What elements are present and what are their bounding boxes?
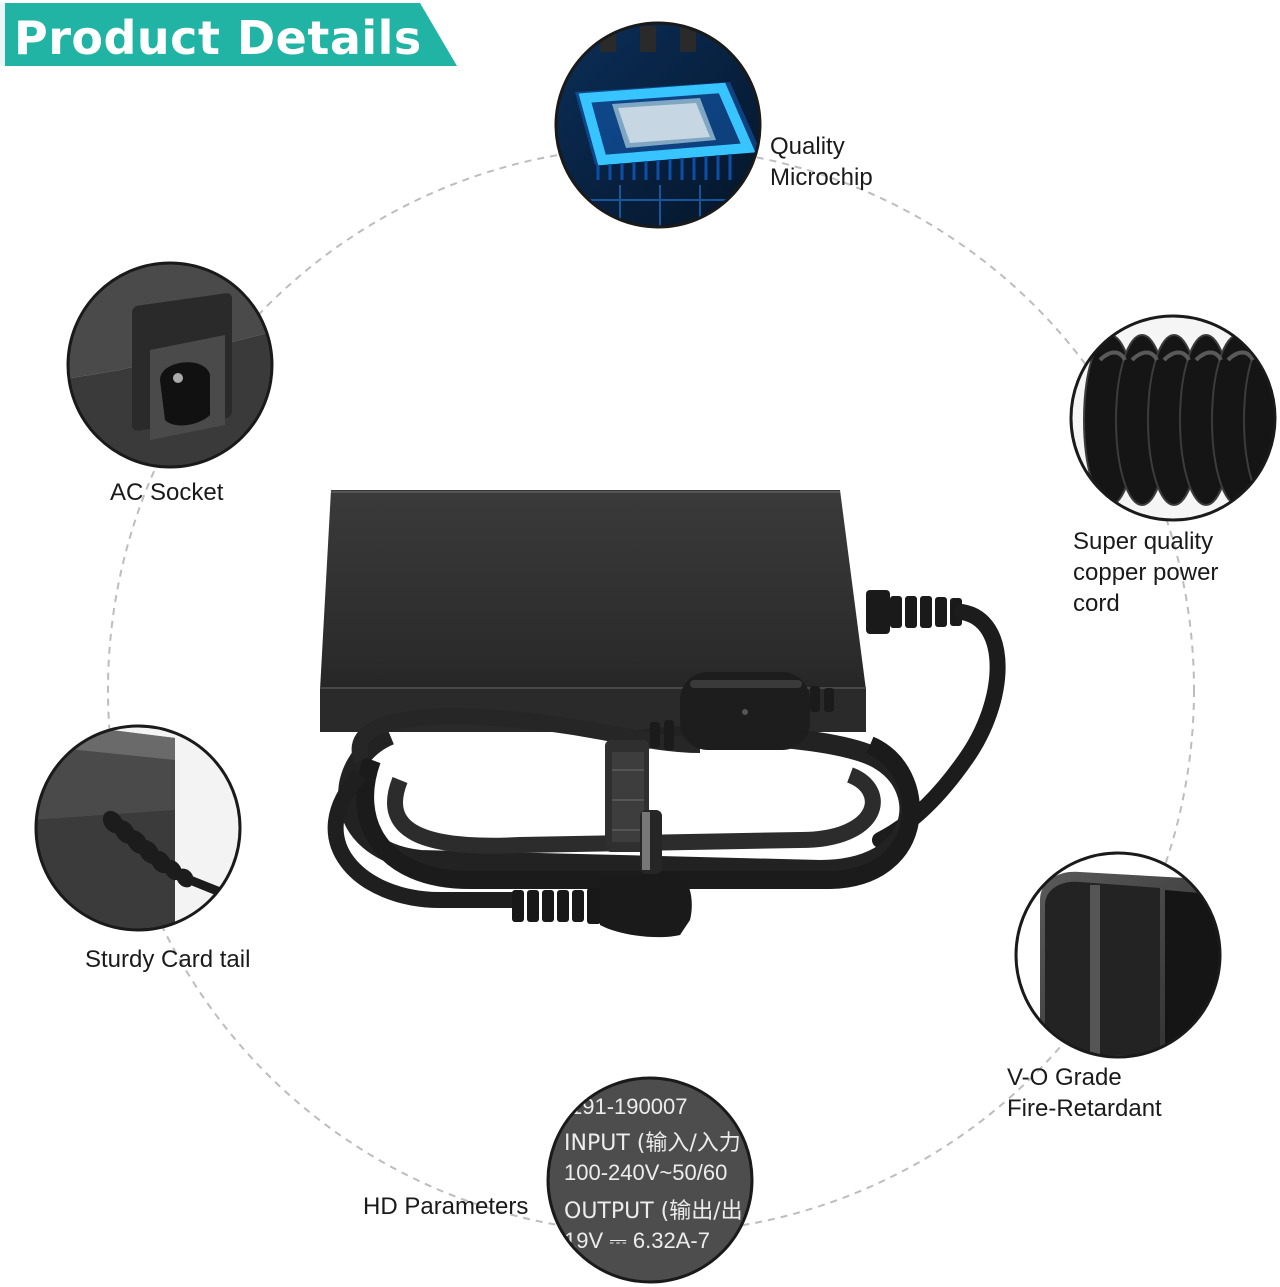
label-line: Microchip [770,164,873,191]
label-output: OUTPUT (输出/出 [564,1199,743,1224]
label-input: INPUT (输入/入力 [564,1131,741,1156]
label-fire-retardant: V-O Grade Fire-Retardant [1007,1062,1162,1124]
microchip-circle [554,21,762,229]
label-power-cord: Super quality copper power cord [1073,526,1218,619]
label-cord-tail: Sturdy Card tail [85,944,250,975]
label-line: Fire-Retardant [1007,1095,1162,1122]
label-output-value: 19V ⎓ 6.32A-7 [564,1228,710,1253]
page-title: Product Details [14,11,422,65]
label-line: copper power [1073,559,1219,586]
power-adapter-image [320,490,1006,938]
label-ac-socket: AC Socket [110,477,223,508]
label-hd-parameters: HD Parameters [363,1191,528,1222]
dashed-ring [107,146,1195,1234]
fire-retardant-circle [1014,851,1222,1059]
ac-socket-circle [66,261,274,469]
cord-tail-circle [34,724,242,932]
parameters-circle: 191-190007 INPUT (输入/入力 100-240V~50/60 O… [546,1076,754,1284]
banner-shape [0,3,457,66]
power-cord-circle [1069,314,1277,522]
label-line: AC Socket [110,479,224,506]
label-line: V-O Grade [1007,1064,1122,1091]
label-line: Quality [770,133,845,160]
label-line: Super quality [1073,528,1214,555]
label-line: HD Parameters [363,1193,529,1220]
label-line: cord [1073,590,1120,617]
label-input-value: 100-240V~50/60 [564,1160,727,1185]
label-line: Sturdy Card tail [85,946,251,973]
label-quality-microchip: Quality Microchip [770,131,873,193]
